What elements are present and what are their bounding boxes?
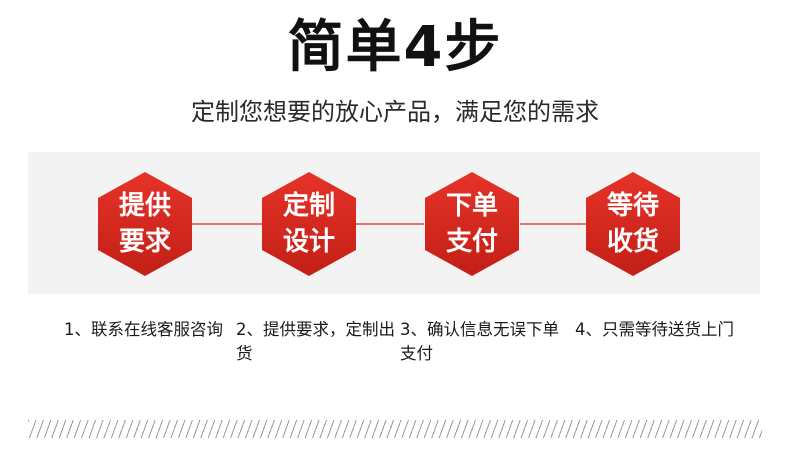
step-4-label-line1: 等待 — [606, 191, 659, 221]
decorative-hatch-divider — [28, 420, 762, 438]
step-hexagon-1 — [98, 172, 192, 276]
step-1-label-line2: 要求 — [118, 227, 171, 257]
step-1-description: 1、联系在线客服咨询 — [64, 320, 223, 339]
step-2-label-line1: 定制 — [282, 191, 335, 221]
step-1-label-line1: 提供 — [118, 191, 171, 221]
step-hexagon-4 — [586, 172, 680, 276]
page-title: 简单4步 — [287, 15, 503, 80]
step-1-label: 提供 要求 — [99, 188, 191, 260]
step-hexagon-3 — [425, 172, 519, 276]
step-3-label-line2: 支付 — [445, 227, 498, 257]
step-4-description: 4、只需等待送货上门 — [575, 320, 734, 339]
step-hexagon-2 — [262, 172, 356, 276]
step-4-label-line2: 收货 — [606, 227, 659, 257]
step-3-label: 下单 支付 — [426, 188, 518, 260]
step-2-label-line2: 设计 — [282, 227, 335, 257]
step-2-label: 定制 设计 — [263, 188, 355, 260]
page-subtitle: 定制您想要的放心产品，满足您的需求 — [191, 98, 599, 126]
step-2-description: 2、提供要求，定制出货 — [236, 320, 395, 363]
step-4-label: 等待 收货 — [587, 188, 679, 260]
step-3-label-line1: 下单 — [445, 191, 498, 221]
step-3-description: 3、确认信息无误下单支付 — [400, 320, 559, 363]
